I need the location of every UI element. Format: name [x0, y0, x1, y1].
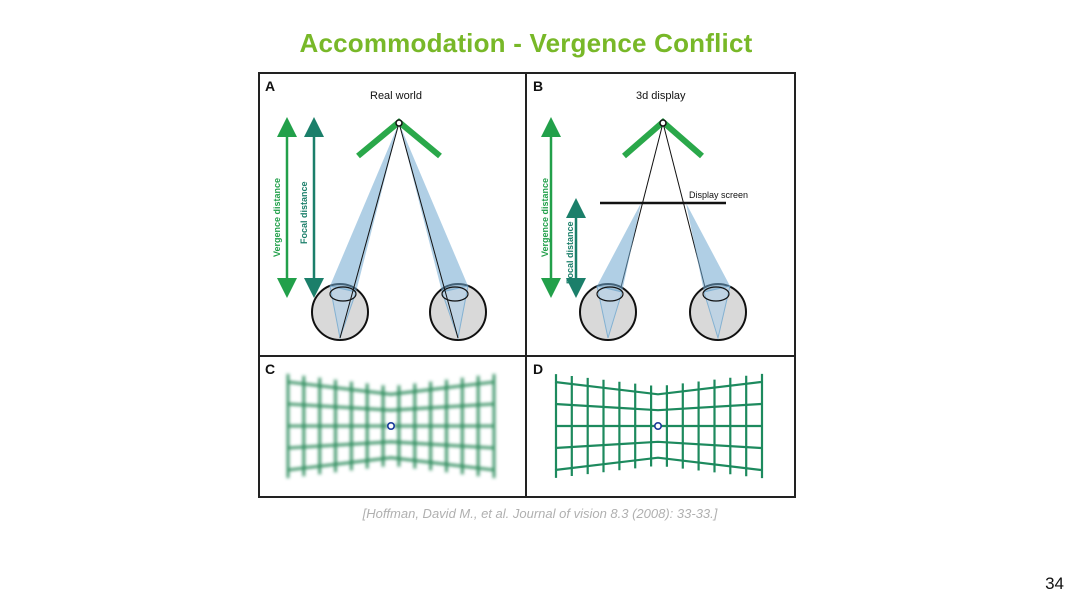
fixation-marker	[653, 421, 662, 430]
figure: A Real world Vergence distance Focal dis…	[258, 72, 796, 498]
vergence-distance-label: Vergence distance	[272, 178, 282, 257]
grid-row-line	[554, 402, 762, 412]
right-eye	[398, 122, 487, 341]
fixation-marker	[387, 421, 396, 430]
right-eye	[686, 203, 747, 341]
fixation-point	[395, 119, 403, 127]
panel-a: A Real world Vergence distance Focal dis…	[265, 78, 487, 341]
panel-b-letter: B	[533, 78, 543, 94]
focal-distance-label: Focal distance	[565, 221, 575, 284]
grid-row-line	[554, 380, 762, 396]
grid-row-line	[287, 456, 495, 472]
panel-d-letter: D	[533, 361, 543, 377]
focal-distance-label: Focal distance	[299, 181, 309, 244]
left-eye	[579, 203, 641, 341]
panel-a-heading: Real world	[370, 90, 422, 102]
citation: [Hoffman, David M., et al. Journal of vi…	[362, 506, 718, 521]
fixation-point	[659, 119, 667, 127]
slide-title: Accommodation - Vergence Conflict	[299, 28, 753, 58]
display-screen-label: Display screen	[689, 190, 748, 200]
panel-c: C	[265, 361, 496, 478]
grid-row-line	[287, 440, 495, 450]
panel-d: D	[533, 361, 764, 479]
grid-row-line	[287, 402, 495, 412]
panel-a-letter: A	[265, 78, 275, 94]
grid-row-line	[554, 456, 762, 472]
panel-c-letter: C	[265, 361, 275, 377]
left-eye	[311, 122, 400, 341]
vergence-distance-label: Vergence distance	[540, 178, 550, 257]
page-number: 34	[1045, 574, 1064, 593]
panel-b-heading: 3d display	[636, 90, 686, 102]
grid-row-line	[554, 440, 762, 450]
grid-row-line	[287, 380, 495, 396]
panel-b: B 3d display Display screen Vergence dis…	[533, 78, 748, 341]
